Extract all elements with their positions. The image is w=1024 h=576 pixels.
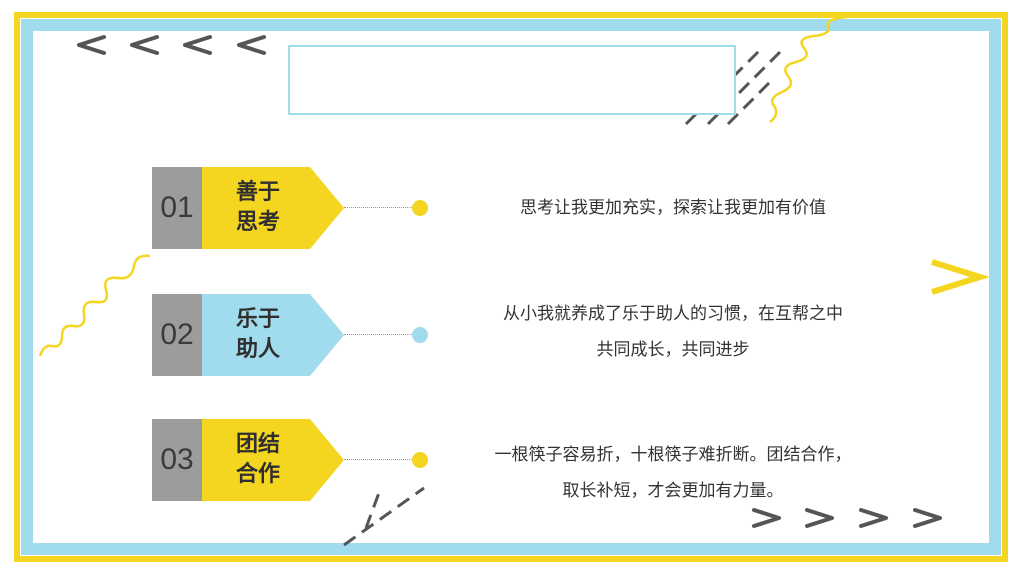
title-placeholder-box	[288, 45, 736, 115]
connector-line	[344, 459, 414, 460]
connector-line	[344, 207, 414, 208]
connector-dot	[412, 452, 428, 468]
item-tag-label: 乐于助人	[202, 294, 314, 376]
item-number: 01	[152, 167, 202, 249]
item-tag-line2: 思考	[235, 210, 280, 235]
item-description: 一根筷子容易折，十根筷子难折断。团结合作， 取长补短，才会更加有力量。	[458, 437, 888, 509]
connector-line	[344, 334, 414, 335]
item-description-line2: 共同成长，共同进步	[596, 340, 750, 360]
item-tag-line2: 合作	[235, 462, 280, 487]
item-description-line1: 一根筷子容易折，十根筷子难折断。团结合作，	[494, 445, 852, 465]
connector-dot	[412, 200, 428, 216]
item-tag-line1: 乐于	[235, 307, 280, 332]
connector-dot	[412, 327, 428, 343]
item-number: 02	[152, 294, 202, 376]
item-description: 思考让我更加充实，探索让我更加有价值	[458, 190, 888, 226]
item-description-line1: 思考让我更加充实，探索让我更加有价值	[520, 198, 826, 218]
item-description: 从小我就养成了乐于助人的习惯，在互帮之中共同成长，共同进步	[458, 296, 888, 368]
item-number: 03	[152, 419, 202, 501]
item-tag: 团结合作	[202, 419, 344, 501]
item-tag: 善于思考	[202, 167, 344, 249]
item-tag-line1: 善于	[235, 180, 280, 205]
item-description-line1: 从小我就养成了乐于助人的习惯，在互帮之中	[503, 304, 843, 324]
item-tag-label: 善于思考	[202, 167, 314, 249]
item-tag-line2: 助人	[235, 337, 280, 362]
item-tag-line1: 团结	[235, 432, 280, 457]
item-tag: 乐于助人	[202, 294, 344, 376]
item-tag-label: 团结合作	[202, 419, 314, 501]
item-description-line2: 取长补短，才会更加有力量。	[562, 481, 784, 501]
